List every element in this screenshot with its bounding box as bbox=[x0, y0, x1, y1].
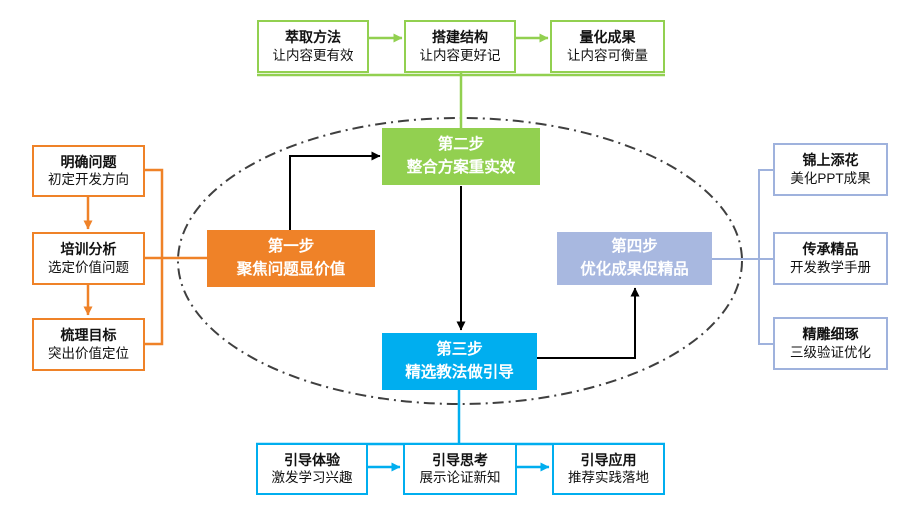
connector-step3-step4 bbox=[537, 287, 640, 359]
box-subtitle: 三级验证优化 bbox=[790, 344, 871, 360]
bottom-box-guide-experience: 引导体验 激发学习兴趣 bbox=[256, 443, 368, 495]
top-box-build-structure: 搭建结构 让内容更好记 bbox=[404, 20, 516, 73]
step-4-box: 第四步 优化成果促精品 bbox=[557, 232, 712, 285]
right-box-fine-carving: 精雕细琢 三级验证优化 bbox=[773, 317, 888, 370]
box-title: 梳理目标 bbox=[60, 327, 117, 344]
box-title: 精雕细琢 bbox=[802, 326, 859, 343]
box-title: 量化成果 bbox=[579, 29, 636, 46]
step-label: 第二步 bbox=[437, 136, 485, 154]
box-title: 引导体验 bbox=[284, 451, 340, 468]
bottom-box-guide-application: 引导应用 推荐实践落地 bbox=[552, 443, 665, 495]
connector-step1-step2 bbox=[289, 151, 381, 230]
box-subtitle: 让内容可衡量 bbox=[567, 47, 648, 63]
left-box-training-analysis: 培训分析 选定价值问题 bbox=[32, 232, 145, 285]
box-title: 萃取方法 bbox=[285, 29, 341, 46]
box-subtitle: 开发教学手册 bbox=[790, 259, 871, 275]
step-label: 第四步 bbox=[611, 238, 658, 256]
box-subtitle: 展示论证新知 bbox=[419, 470, 501, 486]
step-desc: 聚焦问题显价值 bbox=[236, 260, 346, 278]
left-box-clarify-problem: 明确问题 初定开发方向 bbox=[32, 145, 145, 197]
step-3-box: 第三步 精选教法做引导 bbox=[382, 333, 537, 390]
box-subtitle: 初定开发方向 bbox=[48, 172, 129, 188]
box-title: 锦上添花 bbox=[802, 152, 859, 169]
step-desc: 整合方案重实效 bbox=[406, 158, 516, 176]
box-subtitle: 让内容更好记 bbox=[419, 47, 501, 63]
right-box-icing-on-cake: 锦上添花 美化PPT成果 bbox=[773, 143, 888, 196]
box-title: 明确问题 bbox=[60, 153, 117, 170]
bottom-box-guide-thinking: 引导思考 展示论证新知 bbox=[403, 443, 517, 495]
box-subtitle: 激发学习兴趣 bbox=[271, 470, 353, 486]
connector-right-bracket bbox=[758, 169, 773, 345]
box-title: 引导思考 bbox=[432, 451, 488, 468]
step-label: 第三步 bbox=[436, 341, 483, 359]
step-2-box: 第二步 整合方案重实效 bbox=[382, 128, 540, 185]
step-label: 第一步 bbox=[267, 238, 315, 256]
left-box-organize-goals: 梳理目标 突出价值定位 bbox=[32, 318, 145, 371]
box-title: 搭建结构 bbox=[432, 29, 488, 46]
process-ellipse bbox=[177, 117, 743, 405]
top-box-quantify-results: 量化成果 让内容可衡量 bbox=[550, 20, 665, 73]
box-subtitle: 推荐实践落地 bbox=[568, 470, 649, 486]
box-subtitle: 选定价值问题 bbox=[48, 259, 129, 275]
box-subtitle: 突出价值定位 bbox=[48, 345, 129, 361]
box-subtitle: 美化PPT成果 bbox=[790, 170, 871, 186]
step-1-box: 第一步 聚焦问题显价值 bbox=[207, 230, 375, 287]
step-desc: 优化成果促精品 bbox=[580, 260, 689, 278]
box-subtitle: 让内容更有效 bbox=[272, 47, 354, 63]
top-box-extract-method: 萃取方法 让内容更有效 bbox=[257, 20, 369, 73]
right-box-pass-on-quality: 传承精品 开发教学手册 bbox=[773, 232, 888, 285]
box-title: 传承精品 bbox=[802, 241, 859, 258]
box-title: 引导应用 bbox=[580, 451, 637, 468]
box-title: 培训分析 bbox=[60, 241, 117, 258]
step-desc: 精选教法做引导 bbox=[405, 363, 514, 381]
